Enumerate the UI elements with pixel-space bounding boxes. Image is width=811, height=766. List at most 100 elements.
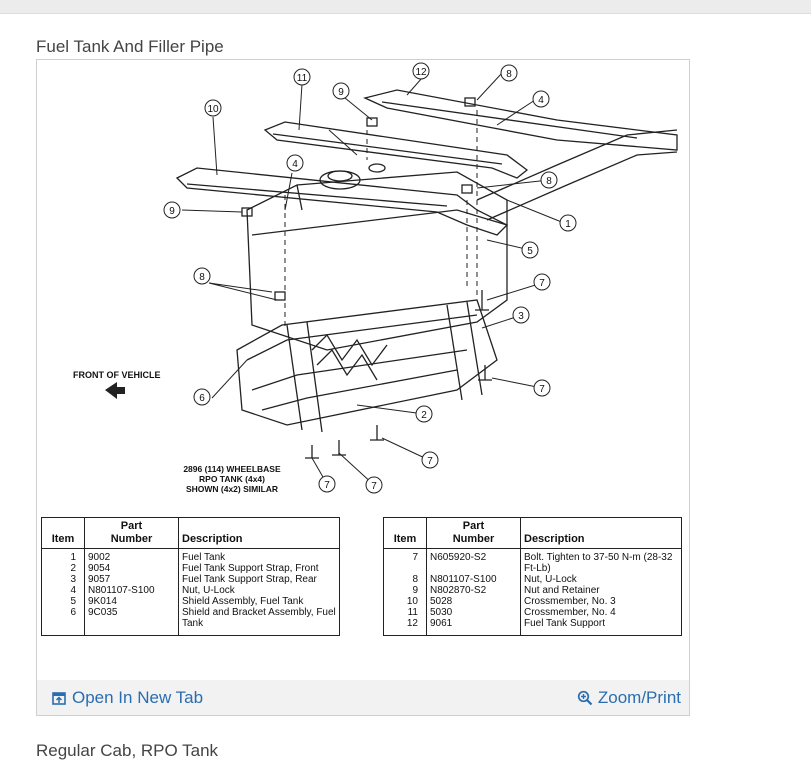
- top-bar: [0, 0, 811, 14]
- fuel-tank-outline: [246, 171, 508, 351]
- description-cell: Shield Assembly, Fuel Tank: [178, 596, 340, 607]
- section-title: Regular Cab, RPO Tank: [36, 741, 219, 760]
- description-cell: Fuel Tank Support: [520, 618, 682, 629]
- item-cell: 6: [70, 607, 76, 618]
- part-number-cell: N801107-S100: [426, 574, 521, 585]
- svg-text:4: 4: [292, 159, 298, 170]
- svg-text:7: 7: [427, 456, 433, 467]
- item-cell: 7: [412, 552, 418, 563]
- callout: 1: [559, 214, 577, 232]
- diagram-caption-line-3: SHOWN (4x2) SIMILAR: [186, 484, 278, 494]
- part-number-cell: N801107-S100: [84, 585, 179, 596]
- description-cell: Fuel Tank: [178, 548, 340, 563]
- svg-text:9: 9: [169, 206, 175, 217]
- callout: 7: [533, 379, 551, 397]
- item-cell: 8: [412, 574, 418, 585]
- description-cell: Nut, U-Lock: [178, 585, 340, 596]
- part-number-cell: 9061: [426, 618, 521, 629]
- part-number-cell: 9057: [84, 574, 179, 585]
- svg-text:8: 8: [506, 69, 512, 80]
- callout: 7: [421, 451, 439, 469]
- item-cell: 1: [70, 552, 76, 563]
- figure-footer: Open In New Tab Zoom/Print: [37, 680, 689, 715]
- part-number-cell: 5030: [426, 607, 521, 618]
- part-number-cell: 9C035: [84, 607, 179, 629]
- description-cell: Nut, U-Lock: [520, 574, 682, 585]
- callout: 4: [532, 90, 550, 108]
- table-padding-row: [42, 629, 340, 636]
- callout: 10: [204, 99, 222, 117]
- front-of-vehicle-label: FRONT OF VEHICLE: [73, 370, 161, 380]
- svg-text:3: 3: [518, 311, 524, 322]
- callout: 8: [193, 267, 211, 285]
- part-number-cell: 9054: [84, 563, 179, 574]
- svg-text:5: 5: [527, 246, 533, 257]
- item-cell: 12: [406, 618, 418, 629]
- item-cell: 10: [406, 596, 418, 607]
- part-number-cell: 9002: [84, 548, 179, 563]
- crossmember-10: [175, 167, 509, 236]
- description-cell: Shield and Bracket Assembly, Fuel Tank: [178, 607, 340, 629]
- callout: 2: [415, 405, 433, 423]
- callout: 11: [293, 68, 311, 86]
- callout: 8: [500, 64, 518, 82]
- front-arrow-icon: [105, 382, 125, 399]
- callout: 7: [365, 476, 383, 494]
- svg-text:11: 11: [297, 73, 308, 84]
- svg-text:7: 7: [324, 480, 330, 491]
- svg-text:10: 10: [207, 104, 219, 115]
- item-cell: 4: [70, 585, 76, 596]
- callout: 7: [533, 273, 551, 291]
- callout: 3: [512, 306, 530, 324]
- part-number-cell: 5028: [426, 596, 521, 607]
- item-cell: 5: [70, 596, 76, 607]
- description-cell: Crossmember, No. 3: [520, 596, 682, 607]
- callout: 5: [521, 241, 539, 259]
- svg-text:7: 7: [539, 278, 545, 289]
- open-in-new-tab-link[interactable]: Open In New Tab: [51, 688, 203, 708]
- zoom-print-link[interactable]: Zoom/Print: [577, 688, 681, 708]
- item-cell: 9: [412, 585, 418, 596]
- item-cell: 2: [70, 563, 76, 574]
- callout: 8: [540, 171, 558, 189]
- svg-text:6: 6: [199, 393, 205, 404]
- column-header-description: Description: [520, 517, 682, 549]
- fuel-tank-diagram: FRONT OF VEHICLE 11 12 8 9 4 10 4 8 1 9 …: [73, 62, 678, 494]
- section-title: Fuel Tank And Filler Pipe: [36, 37, 224, 56]
- shield-assembly: [236, 299, 498, 426]
- zoom-icon: [577, 690, 593, 706]
- svg-text:1: 1: [565, 219, 571, 230]
- description-cell: Fuel Tank Support Strap, Rear: [178, 574, 340, 585]
- callout: 9: [163, 201, 181, 219]
- column-header-item: Item: [383, 517, 427, 549]
- description-cell: Fuel Tank Support Strap, Front: [178, 563, 340, 574]
- callout: 6: [193, 388, 211, 406]
- part-number-cell: N605920-S2: [426, 548, 521, 574]
- figure-card: FRONT OF VEHICLE 11 12 8 9 4 10 4 8 1 9 …: [36, 59, 690, 716]
- open-in-new-tab-icon: [52, 692, 66, 705]
- svg-text:7: 7: [539, 384, 545, 395]
- item-cell: 3: [70, 574, 76, 585]
- svg-text:9: 9: [338, 87, 344, 98]
- crossmember-12: [363, 89, 678, 151]
- svg-text:7: 7: [371, 481, 377, 492]
- part-number-cell: 9K014: [84, 596, 179, 607]
- svg-text:2: 2: [421, 410, 427, 421]
